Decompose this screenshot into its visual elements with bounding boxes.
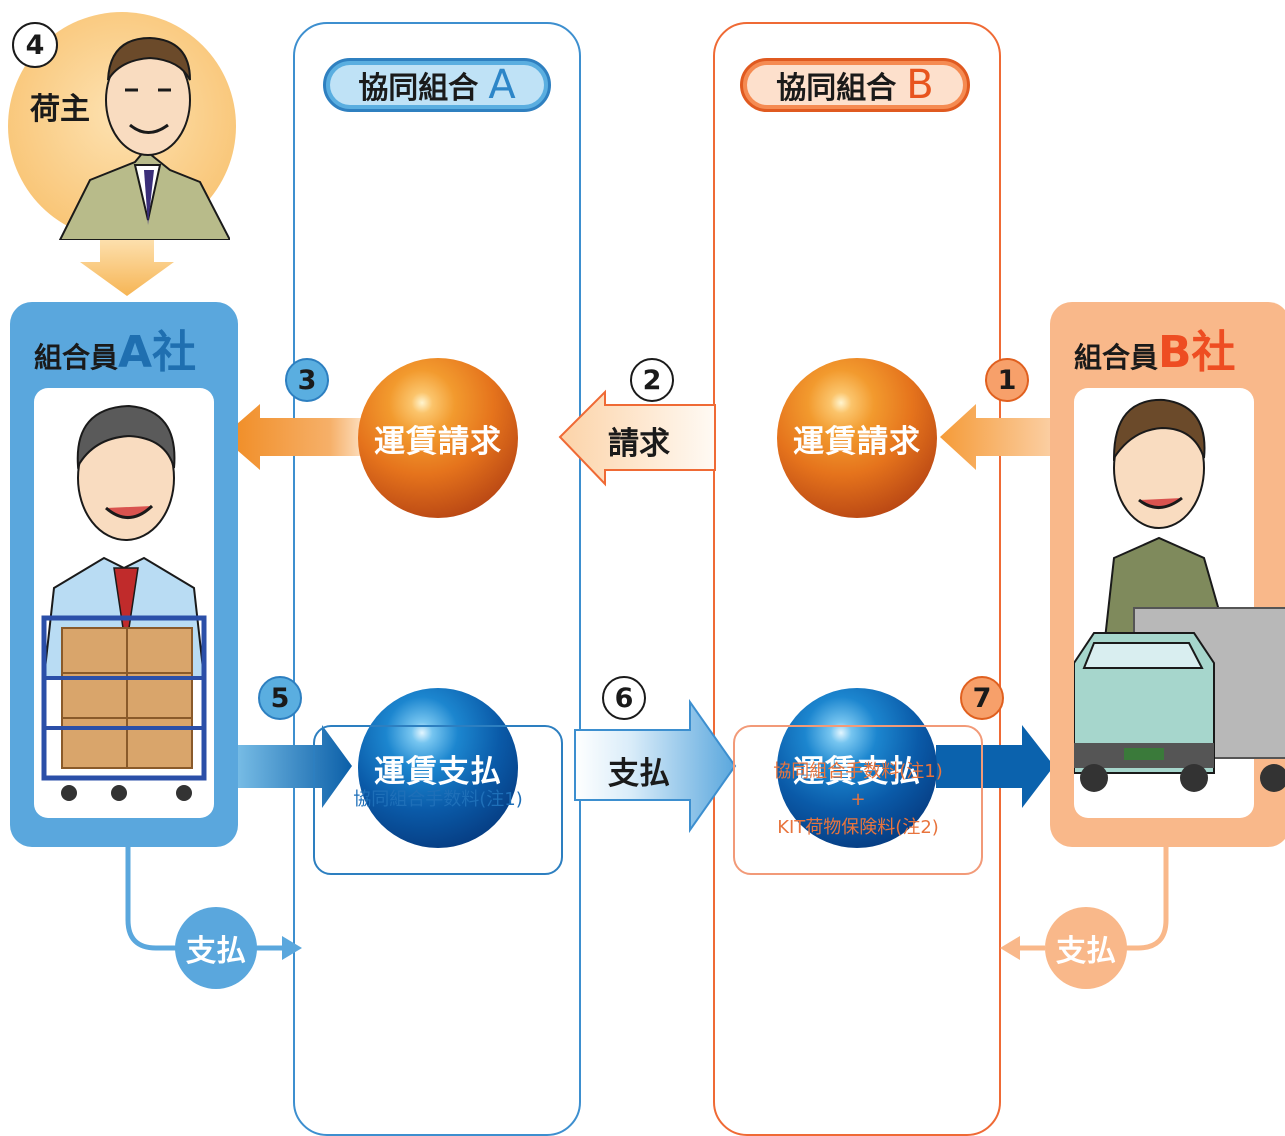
member-b-heading: 組合員B社 [1074,316,1236,380]
invoice-arrow-b [940,404,1055,470]
cooperative-b-lane [713,22,1001,1136]
member-b-title: 組合員 [1074,341,1159,374]
cooperative-a-header: 協同組合 A [323,58,551,112]
step-1-number: 1 [997,364,1017,396]
fee-note-a: 協同組合手数料(注1) [313,725,563,875]
step-4-badge: 4 [12,22,58,68]
freight-invoice-a-label: 運賃請求 [374,423,502,460]
flow-arrows [80,238,1169,960]
member-a-illustration [41,404,207,801]
cooperative-b-letter: B [906,62,934,108]
fee-note-b-plus: + [850,789,866,811]
fee-note-b-line1: 協同組合手数料(注1) [773,761,943,783]
fee-payment-a-circle: 支払 [175,907,257,989]
freight-invoice-b-label: 運賃請求 [793,423,921,460]
step-6-number: 6 [614,682,634,714]
payment-label: 支払 [608,756,670,792]
member-a-heading: 組合員A社 [34,316,196,380]
freight-invoice-b-sphere: 運賃請求 [777,358,937,518]
member-a-title: 組合員 [34,341,119,374]
freight-payment-b-label: 運賃支払 [793,753,921,790]
fee-payment-b-circle: 支払 [1045,907,1127,989]
fee-note-b-line2: KIT荷物保険料(注2) [777,816,939,838]
step-1-badge: 1 [985,358,1029,402]
member-b-illustration [1073,398,1285,792]
payment-transfer-arrow [574,698,737,834]
step-5-badge: 5 [258,676,302,720]
fee-note-a-text: 協同組合手数料(注1) [353,789,523,811]
freight-payment-a-sphere: 運賃支払 [358,688,518,848]
step-6-badge: 6 [602,676,646,720]
step-7-badge: 7 [960,676,1004,720]
freight-payment-a-label: 運賃支払 [374,753,502,790]
cooperative-a-letter: A [488,62,516,108]
request-arrow [558,389,716,487]
payment-arrow-b [936,725,1054,808]
step-4-number: 4 [25,29,45,61]
shipper-label: 荷主 [30,92,90,127]
invoice-arrow-a [222,404,366,470]
shipper-illustration [58,36,230,240]
member-a-card [34,388,214,818]
step-2-badge: 2 [630,358,674,402]
shipper-arrow [80,238,174,296]
step-3-number: 3 [297,364,317,396]
member-a-letter: A社 [118,327,197,378]
payment-arrow-a [236,725,352,808]
fee-payment-b-label: 支払 [1056,934,1116,969]
cooperative-b-header: 協同組合 B [740,58,970,112]
step-2-number: 2 [642,364,662,396]
cooperative-a-title: 協同組合 [358,71,479,106]
member-b-letter: B社 [1158,327,1236,378]
step-5-number: 5 [270,682,290,714]
step-3-badge: 3 [285,358,329,402]
fee-payment-a-label: 支払 [186,934,246,969]
member-a-panel: 組合員A社 [10,302,238,847]
cooperative-b-title: 協同組合 [776,71,897,106]
step-7-number: 7 [972,682,992,714]
freight-invoice-a-sphere: 運賃請求 [358,358,518,518]
fee-note-b: 協同組合手数料(注1) + KIT荷物保険料(注2) [733,725,983,875]
member-b-panel: 組合員B社 [1050,302,1285,847]
request-label: 請求 [608,426,670,462]
freight-payment-b-sphere: 運賃支払 [777,688,937,848]
cooperative-a-lane [293,22,581,1136]
member-b-card [1073,388,1285,818]
